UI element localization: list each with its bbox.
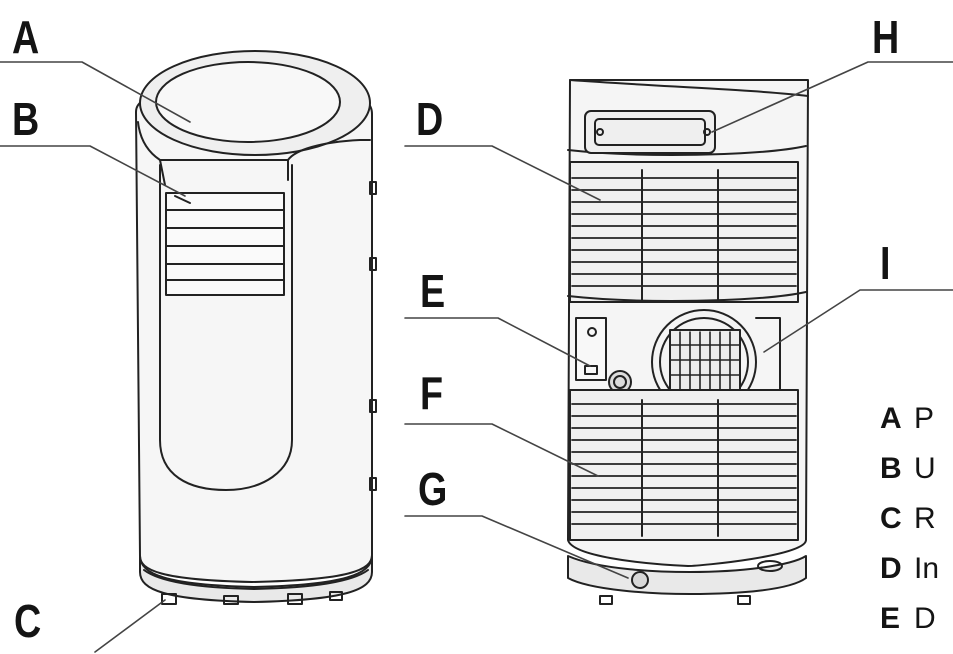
rear-unit	[567, 79, 809, 605]
rear-base	[567, 555, 807, 595]
callout-f: F	[420, 367, 444, 419]
front-unit	[135, 50, 377, 605]
front-body	[135, 93, 373, 583]
rear-drain-plug	[631, 571, 649, 589]
rear-lower-grille	[569, 389, 799, 541]
callout-c: C	[14, 595, 42, 647]
callout-b: B	[12, 93, 40, 145]
callout-e: E	[420, 265, 446, 317]
callout-d: D	[416, 93, 444, 145]
rear-upper-grille	[569, 161, 799, 303]
front-panel-outline	[159, 164, 293, 491]
front-top-panel	[155, 61, 341, 143]
callout-g: G	[418, 463, 448, 515]
leader-lines	[0, 61, 953, 653]
callout-h: H	[872, 11, 900, 63]
callout-i: I	[880, 237, 891, 289]
rear-handle	[584, 110, 716, 154]
callout-a: A	[12, 11, 40, 63]
front-base	[139, 555, 373, 603]
